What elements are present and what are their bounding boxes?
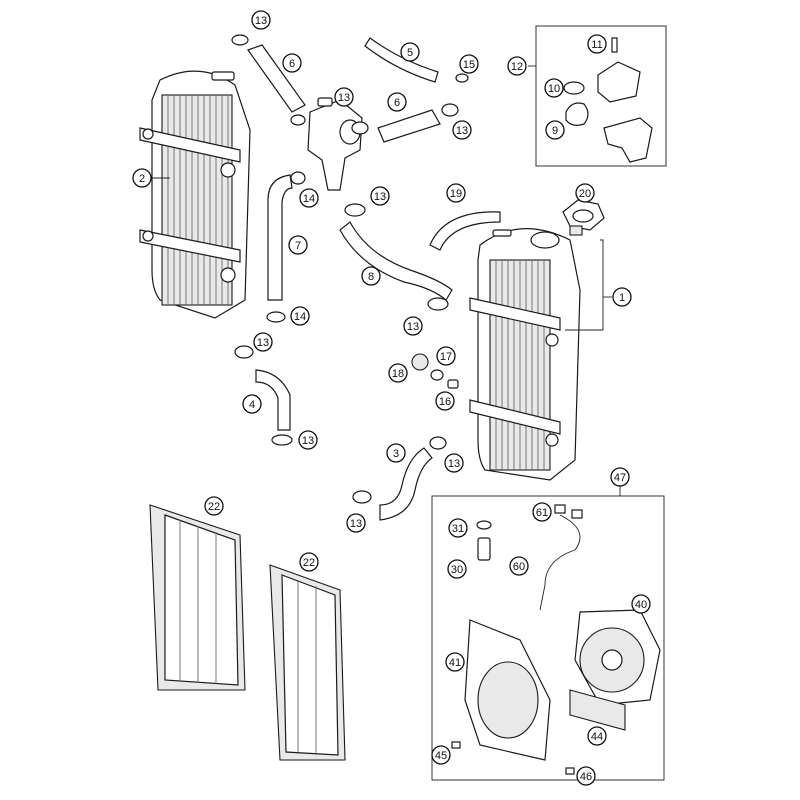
callout-13b: 13 <box>334 87 354 107</box>
svg-text:16: 16 <box>439 396 451 408</box>
callout-4: 4 <box>242 394 262 414</box>
svg-text:14: 14 <box>303 193 315 205</box>
callout-13f: 13 <box>253 332 273 352</box>
callout-8: 8 <box>361 266 381 286</box>
left-radiator <box>139 70 251 319</box>
thermostat-housing <box>307 97 363 191</box>
callout-20: 20 <box>575 183 595 203</box>
svg-text:61: 61 <box>536 507 548 519</box>
callout-6b: 6 <box>387 92 407 112</box>
svg-text:13: 13 <box>448 458 460 470</box>
svg-text:13: 13 <box>302 435 314 447</box>
callout-47: 47 <box>610 467 630 487</box>
svg-text:41: 41 <box>449 657 461 669</box>
callout-13c: 13 <box>452 120 472 140</box>
callout-13i: 13 <box>346 513 366 533</box>
svg-text:6: 6 <box>289 58 295 70</box>
callout-60: 60 <box>509 556 529 576</box>
svg-text:22: 22 <box>303 557 315 569</box>
callout-9: 9 <box>545 120 565 140</box>
svg-text:12: 12 <box>511 61 523 73</box>
callout-13g: 13 <box>298 430 318 450</box>
callout-46: 46 <box>576 766 596 786</box>
callout-19: 19 <box>446 183 466 203</box>
svg-text:13: 13 <box>456 125 468 137</box>
svg-text:13: 13 <box>257 337 269 349</box>
leader-lines <box>150 65 621 496</box>
callout-15: 15 <box>459 54 479 74</box>
svg-text:10: 10 <box>548 83 560 95</box>
svg-text:13: 13 <box>374 191 386 203</box>
svg-text:3: 3 <box>393 448 399 460</box>
svg-text:31: 31 <box>452 523 464 535</box>
svg-text:20: 20 <box>579 188 591 200</box>
callout-14b: 14 <box>290 306 310 326</box>
svg-text:45: 45 <box>435 750 447 762</box>
callout-17: 17 <box>436 346 456 366</box>
callout-5: 5 <box>400 42 420 62</box>
svg-text:8: 8 <box>368 271 374 283</box>
svg-text:13: 13 <box>338 92 350 104</box>
svg-text:4: 4 <box>249 399 255 411</box>
callout-61: 61 <box>532 502 552 522</box>
callout-41: 41 <box>445 652 465 672</box>
svg-text:40: 40 <box>635 599 647 611</box>
callout-31: 31 <box>448 518 468 538</box>
callout-44: 44 <box>587 726 607 746</box>
svg-text:2: 2 <box>139 173 145 185</box>
svg-text:30: 30 <box>451 564 463 576</box>
callout-16: 16 <box>435 391 455 411</box>
hoses <box>247 37 501 521</box>
callout-11: 11 <box>587 34 607 54</box>
callout-40: 40 <box>631 594 651 614</box>
callout-3: 3 <box>386 443 406 463</box>
callout-13a: 13 <box>251 10 271 30</box>
svg-text:13: 13 <box>407 321 419 333</box>
callout-13h: 13 <box>444 453 464 473</box>
thermostat-kit-box <box>535 25 667 167</box>
svg-text:9: 9 <box>552 125 558 137</box>
svg-text:5: 5 <box>407 47 413 59</box>
callout-14a: 14 <box>299 188 319 208</box>
right-radiator <box>469 228 581 481</box>
svg-text:7: 7 <box>295 240 301 252</box>
svg-text:47: 47 <box>614 472 626 484</box>
callout-22a: 22 <box>204 496 224 516</box>
callout-45: 45 <box>431 745 451 765</box>
radiator-guards <box>149 504 346 761</box>
callout-1: 1 <box>612 287 632 307</box>
fan-kit-box <box>431 495 665 781</box>
callout-13e: 13 <box>403 316 423 336</box>
svg-text:13: 13 <box>255 15 267 27</box>
callout-12: 12 <box>507 56 527 76</box>
svg-text:22: 22 <box>208 501 220 513</box>
svg-text:1: 1 <box>619 292 625 304</box>
svg-text:19: 19 <box>450 188 462 200</box>
mounting-hardware <box>411 353 459 389</box>
hose-clamps <box>231 34 469 504</box>
callout-2: 2 <box>132 168 152 188</box>
svg-text:14: 14 <box>294 311 306 323</box>
callout-22b: 22 <box>299 552 319 572</box>
svg-text:13: 13 <box>350 518 362 530</box>
callout-10: 10 <box>544 78 564 98</box>
radiator-cap <box>562 199 605 236</box>
callout-6a: 6 <box>282 53 302 73</box>
callout-30: 30 <box>447 559 467 579</box>
svg-text:15: 15 <box>463 59 475 71</box>
callout-13d: 13 <box>370 186 390 206</box>
svg-text:46: 46 <box>580 771 592 783</box>
svg-text:17: 17 <box>440 351 452 363</box>
svg-text:11: 11 <box>591 39 602 51</box>
svg-text:44: 44 <box>591 731 603 743</box>
svg-text:60: 60 <box>513 561 525 573</box>
svg-text:18: 18 <box>392 368 404 380</box>
callout-18: 18 <box>388 363 408 383</box>
svg-text:6: 6 <box>394 97 400 109</box>
callout-7: 7 <box>288 235 308 255</box>
